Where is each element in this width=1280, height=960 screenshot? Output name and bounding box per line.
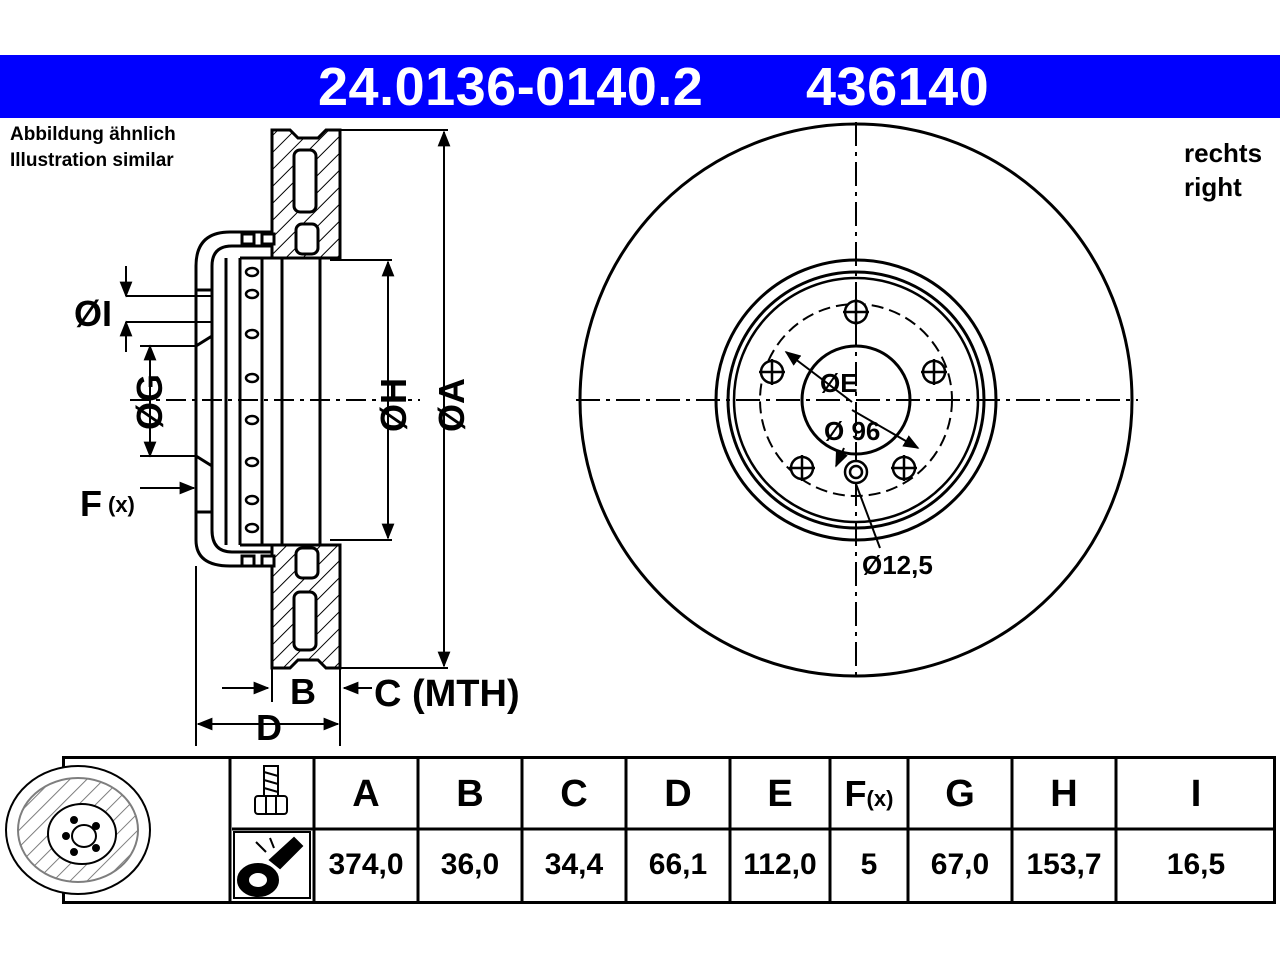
- title-banner: 24.0136-0140.2 436140: [0, 55, 1280, 118]
- value-C: 34,4: [544, 848, 604, 881]
- disc-thumbnail-icon: [5, 765, 151, 895]
- part-number: 24.0136-0140.2: [318, 57, 704, 117]
- side-indicator: rechts right: [1184, 136, 1262, 204]
- vent-holes: [244, 266, 260, 534]
- label-D: D: [256, 707, 282, 748]
- cleaning-spray-icon: [233, 831, 311, 899]
- side-english: right: [1184, 172, 1242, 202]
- section-view: [194, 128, 342, 670]
- col-C: C: [560, 773, 588, 815]
- note-german: Abbildung ähnlich: [10, 124, 176, 145]
- label-oE: ØE: [820, 368, 858, 398]
- col-B: B: [456, 773, 484, 815]
- value-I: 16,5: [1166, 848, 1226, 881]
- col-F: F(x): [830, 759, 908, 829]
- label-oA: ØA: [431, 378, 472, 432]
- label-C: C (MTH): [374, 673, 520, 715]
- value-D: 66,1: [648, 848, 708, 881]
- col-E: E: [767, 773, 793, 815]
- label-F-sub: (x): [108, 492, 135, 517]
- col-I: I: [1190, 773, 1202, 815]
- label-o12-5: Ø12,5: [862, 550, 933, 580]
- value-B: 36,0: [440, 848, 500, 881]
- illustration-note: Abbildung ähnlich Illustration similar: [10, 122, 176, 174]
- col-G: G: [945, 773, 975, 815]
- label-F: F: [80, 483, 102, 524]
- bolt-holes: [759, 299, 947, 485]
- reference-number: 436140: [806, 57, 990, 117]
- section-dimensions: [119, 129, 451, 746]
- value-H: 153,7: [1026, 848, 1102, 881]
- col-A: A: [352, 773, 380, 815]
- value-A: 374,0: [328, 848, 404, 881]
- label-o96: Ø 96: [824, 416, 880, 446]
- value-F: 5: [860, 848, 878, 881]
- label-oG: ØG: [129, 374, 170, 430]
- label-oH: ØH: [373, 378, 414, 432]
- label-oI: ØI: [74, 293, 112, 334]
- col-H: H: [1050, 773, 1078, 815]
- label-B: B: [290, 671, 316, 712]
- value-E: 112,0: [743, 848, 817, 881]
- col-D: D: [664, 773, 692, 815]
- col-F-letter: F: [844, 773, 867, 814]
- col-F-sub: (x): [866, 786, 894, 811]
- bolt-icon: [254, 765, 288, 815]
- front-dimensions: [784, 351, 920, 549]
- value-G: 67,0: [930, 848, 990, 881]
- note-english: Illustration similar: [10, 150, 174, 171]
- side-german: rechts: [1184, 138, 1263, 168]
